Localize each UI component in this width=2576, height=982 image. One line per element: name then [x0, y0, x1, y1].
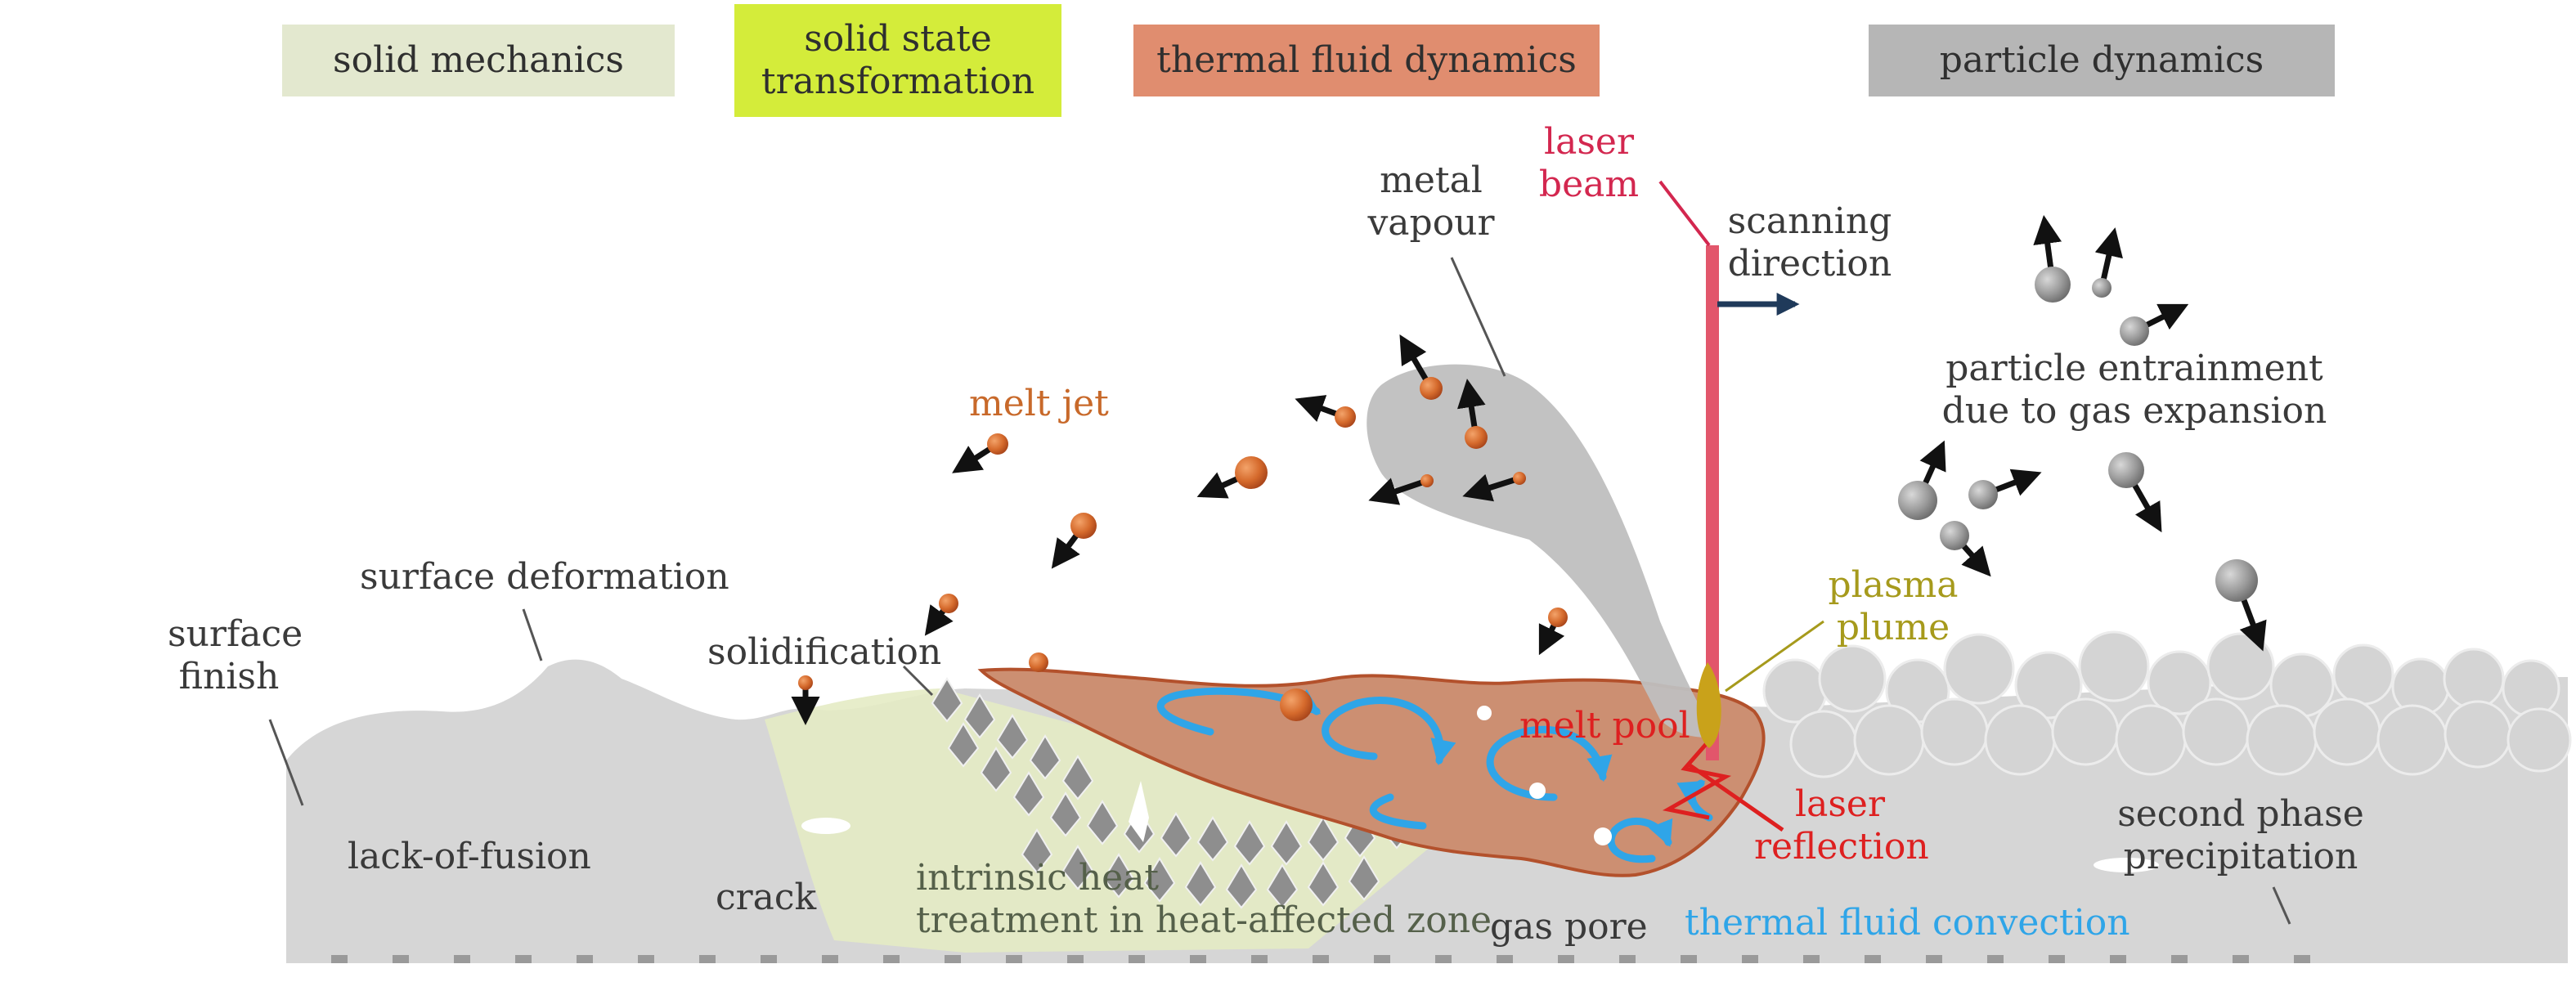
category-thermal-fluid-dynamics: thermal fluid dynamics	[1133, 25, 1600, 96]
vapour-plume	[1367, 364, 1717, 738]
powder-bed	[1762, 630, 2572, 778]
label-second-phase-precipitation: second phase precipitation	[2117, 793, 2364, 877]
label-solidification: solidification	[707, 631, 942, 673]
label-gas-pore: gas pore	[1490, 906, 1648, 948]
label-melt-pool: melt pool	[1519, 705, 1690, 747]
crack-shape	[1129, 781, 1149, 842]
category-solid-state-transformation: solid state transformation	[734, 4, 1061, 117]
label-melt-jet: melt jet	[969, 383, 1109, 424]
laser-beam-shape	[1706, 245, 1719, 760]
entrained-particles	[1898, 215, 2267, 652]
label-thermal-fluid-convection: thermal fluid convection	[1685, 902, 2130, 944]
leader-lines	[268, 257, 2291, 925]
label-particle-entrainment: particle entrainment due to gas expansio…	[1941, 348, 2327, 432]
label-surface-deformation: surface deformation	[360, 556, 729, 598]
melt-droplets	[791, 334, 1568, 725]
dendrite-zone	[931, 677, 1450, 909]
label-intrinsic-heat-treatment: intrinsic heat treatment in heat-affecte…	[916, 857, 1492, 941]
label-plasma-plume: plasma plume	[1828, 564, 1959, 648]
build-plate-marks	[331, 955, 2310, 963]
label-laser-reflection: laser reflection	[1754, 783, 1929, 868]
plasma-plume-shape	[1696, 662, 1721, 748]
label-lack-of-fusion: lack-of-fusion	[348, 836, 591, 877]
label-metal-vapour: metal vapour	[1367, 159, 1495, 244]
gas-pores	[801, 706, 2159, 872]
label-laser-beam: laser beam	[1538, 121, 1640, 205]
label-surface-finish: surface finish	[168, 613, 303, 697]
category-solid-mechanics: solid mechanics	[282, 25, 675, 96]
label-scanning-direction: scanning direction	[1727, 200, 1892, 285]
category-particle-dynamics: particle dynamics	[1869, 25, 2335, 96]
label-crack: crack	[716, 877, 817, 918]
laser-reflection-lines	[1662, 734, 1784, 832]
